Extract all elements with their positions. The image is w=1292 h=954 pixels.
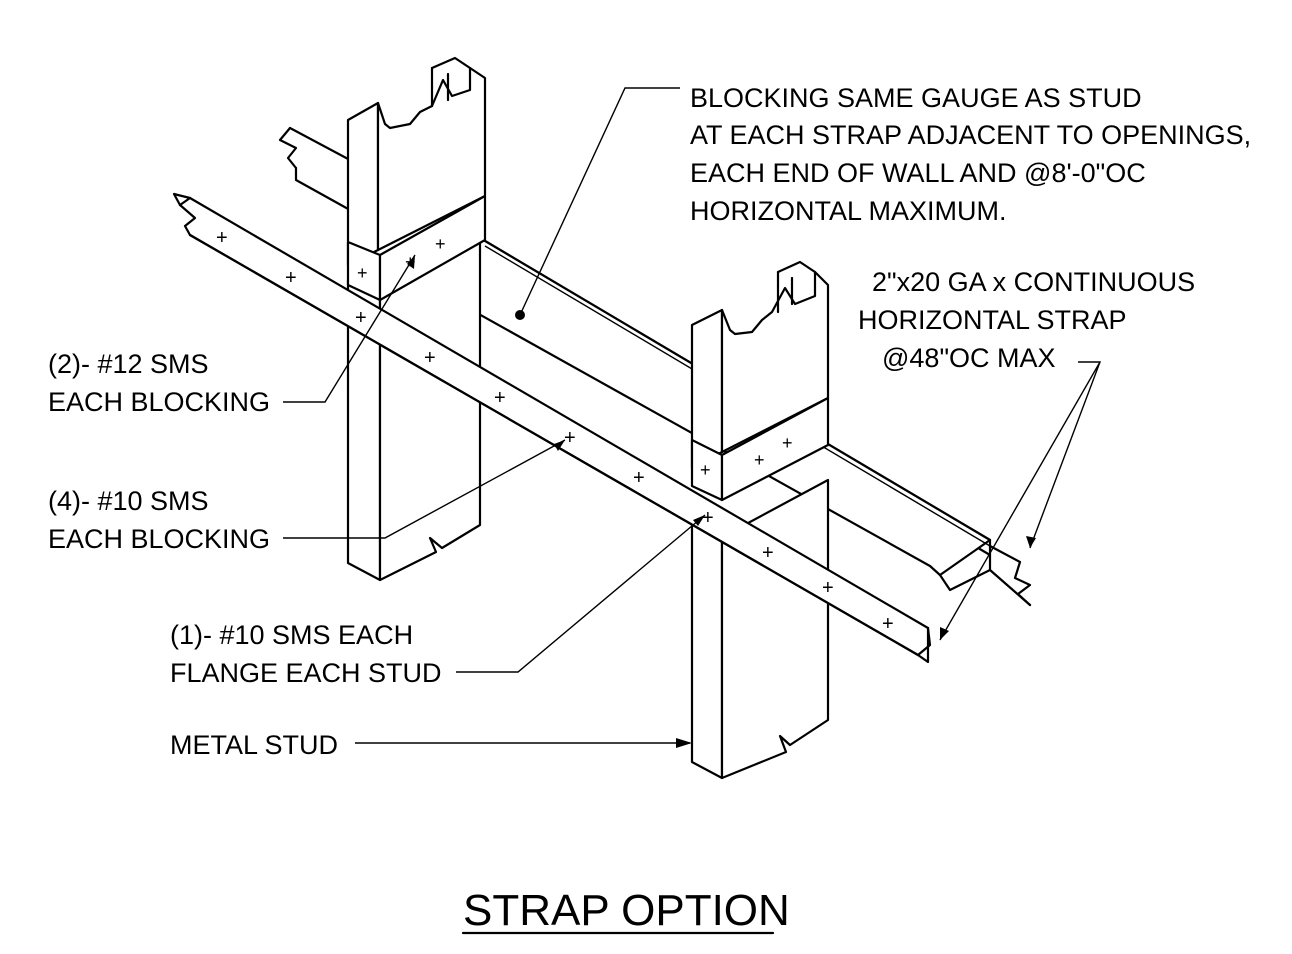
horizontal-strap: + + + + + + + + + + +	[172, 192, 932, 664]
svg-text:+: +	[494, 387, 506, 409]
svg-text:+: +	[822, 577, 834, 599]
svg-text:+: +	[424, 347, 436, 369]
back-track-end	[988, 544, 1032, 607]
svg-text:+: +	[285, 267, 297, 289]
back-track	[278, 126, 352, 212]
clip-screw-left-3: +	[435, 234, 446, 254]
clip-screw-right-3: +	[782, 433, 793, 453]
svg-text:+: +	[564, 427, 576, 449]
svg-text:+: +	[216, 227, 228, 249]
blocking-note-line-1: BLOCKING SAME GAUGE AS STUD	[690, 83, 1142, 113]
clip-screw-right-1: +	[700, 460, 711, 480]
svg-text:+: +	[702, 507, 714, 529]
sms12-note-line-2: EACH BLOCKING	[48, 387, 270, 417]
clip-screw-left-1: +	[357, 263, 368, 283]
strap-note-line-3: @48"OC MAX	[882, 343, 1056, 373]
drawing-title: STRAP OPTION	[463, 886, 790, 935]
blocking-note-line-2: AT EACH STRAP ADJACENT TO OPENINGS,	[690, 120, 1251, 150]
sms10-note-line-1: (4)- #10 SMS	[48, 486, 209, 516]
flange-note-line-1: (1)- #10 SMS EACH	[170, 620, 413, 650]
svg-text:+: +	[762, 542, 774, 564]
sms10-note-line-2: EACH BLOCKING	[48, 524, 270, 554]
svg-text:+: +	[355, 307, 367, 329]
blocking-note-line-4: HORIZONTAL MAXIMUM.	[690, 196, 1007, 226]
strap-note-line-1: 2"x20 GA x CONTINUOUS	[872, 267, 1195, 297]
sms12-note-line-1: (2)- #12 SMS	[48, 349, 209, 379]
blocking-note-line-3: EACH END OF WALL AND @8'-0"OC	[690, 158, 1146, 188]
strap-note-line-2: HORIZONTAL STRAP	[858, 305, 1127, 335]
strap-screws: + + + + + + + + + + +	[216, 227, 894, 635]
leader-lines	[283, 87, 1102, 748]
svg-text:+: +	[882, 613, 894, 635]
metal-stud-label: METAL STUD	[170, 730, 338, 760]
clip-screw-right-2: +	[754, 450, 765, 470]
flange-note-line-2: FLANGE EACH STUD	[170, 658, 442, 688]
svg-text:+: +	[633, 467, 645, 489]
